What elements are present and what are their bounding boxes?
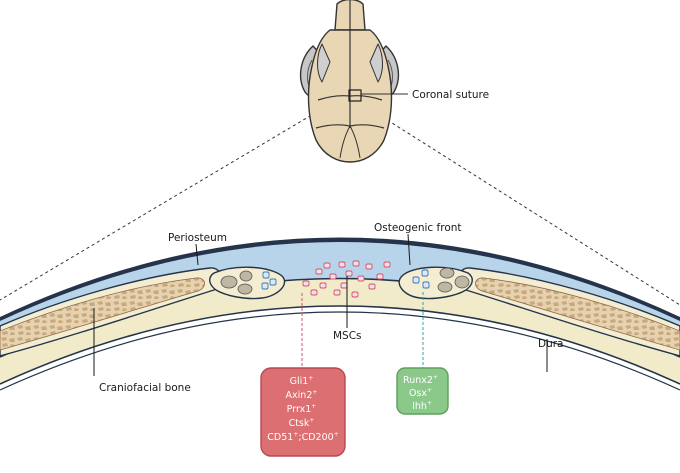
- marker-gli1: Gli1+: [290, 375, 314, 387]
- msc-marker-text: Gli1+ Axin2+ Prrx1+ Ctsk+ CD51+;CD200+: [267, 372, 338, 443]
- leader-lines: [93, 233, 548, 376]
- marker-cd51-cd200: CD51+;CD200+: [267, 431, 338, 443]
- dura-layer: [0, 278, 680, 384]
- craniofacial-bone-label: Craniofacial bone: [99, 382, 191, 394]
- dura-label: Dura: [538, 338, 564, 350]
- msc-marker-box: Gli1+ Axin2+ Prrx1+ Ctsk+ CD51+;CD200+: [260, 367, 346, 457]
- right-osteogenic-front: [398, 266, 473, 300]
- marker-osx: Osx+: [409, 387, 432, 399]
- msc-cells: [302, 260, 391, 298]
- periosteum-label: Periosteum: [168, 232, 227, 244]
- marker-prrx1: Prrx1+: [287, 403, 317, 415]
- marker-ctsk: Ctsk+: [289, 417, 315, 429]
- coronal-suture-label: Coronal suture: [412, 89, 489, 101]
- zoom-lines: [0, 96, 680, 306]
- osteoblast-marker-box: Runx2+ Osx+ Ihh+: [396, 367, 449, 415]
- marker-ihh: Ihh+: [412, 400, 432, 412]
- osteoblast-marker-text: Runx2+ Osx+ Ihh+: [403, 371, 441, 412]
- skull-illustration: [299, 0, 400, 163]
- marker-runx2: Runx2+: [403, 374, 438, 386]
- zoom-box: [348, 89, 362, 102]
- marker-axin2: Axin2+: [286, 389, 318, 401]
- calvaria-section: [0, 237, 680, 391]
- osteoblast-cells: [261, 269, 430, 290]
- mscs-label: MSCs: [333, 330, 362, 342]
- osteogenic-front-label: Osteogenic front: [374, 222, 462, 234]
- periosteum-layer: [0, 242, 680, 357]
